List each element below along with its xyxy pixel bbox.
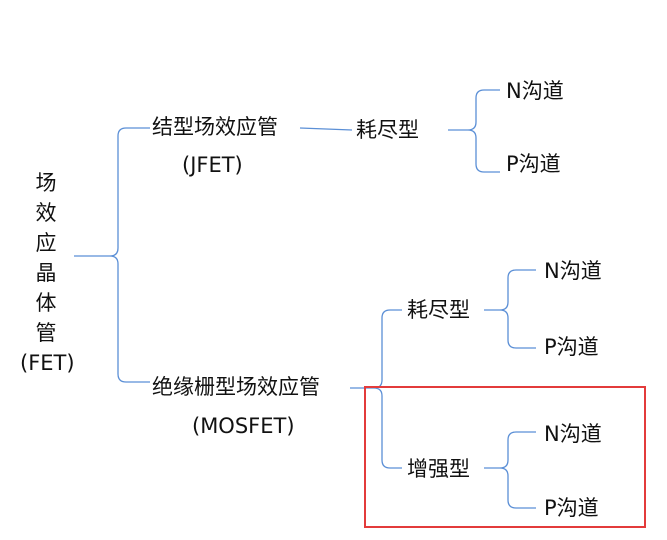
mosfet-enhancement-mode: 增强型: [407, 457, 470, 481]
connector-jfet-channels: [448, 89, 500, 173]
mosfet-depletion-channel-n: N沟道: [544, 259, 602, 283]
mosfet-enhancement-channel-n: N沟道: [544, 422, 602, 446]
mosfet-name: 绝缘栅型场效应管: [152, 375, 320, 399]
connector-mosfet-enhancement-channels: [484, 431, 536, 509]
connector-mosfet-depletion-channels: [484, 269, 536, 349]
root-char: 场: [35, 171, 57, 195]
jfet-name: 结型场效应管: [152, 115, 278, 139]
root-node: 场 效 应 晶 体 管 (FET): [20, 168, 75, 378]
mosfet-depletion-mode: 耗尽型: [407, 298, 470, 322]
mosfet-abbr: (MOSFET): [192, 414, 295, 438]
jfet-abbr: (JFET): [182, 153, 243, 177]
root-char: 应: [35, 231, 57, 255]
connector-root-bracket: [74, 127, 150, 383]
enhancement-highlight-box: [364, 386, 646, 528]
connector-jfet-mode: [299, 127, 353, 131]
jfet-mode: 耗尽型: [356, 118, 419, 142]
root-char: 管: [35, 321, 57, 345]
mosfet-enhancement-channel-p: P沟道: [544, 496, 599, 520]
root-char: 晶: [35, 261, 57, 285]
root-char: 体: [35, 291, 57, 315]
jfet-channel-n: N沟道: [506, 79, 564, 103]
root-char: 效: [35, 201, 57, 225]
root-abbr: (FET): [20, 351, 75, 375]
mosfet-depletion-channel-p: P沟道: [544, 335, 599, 359]
jfet-channel-p: P沟道: [506, 152, 561, 176]
